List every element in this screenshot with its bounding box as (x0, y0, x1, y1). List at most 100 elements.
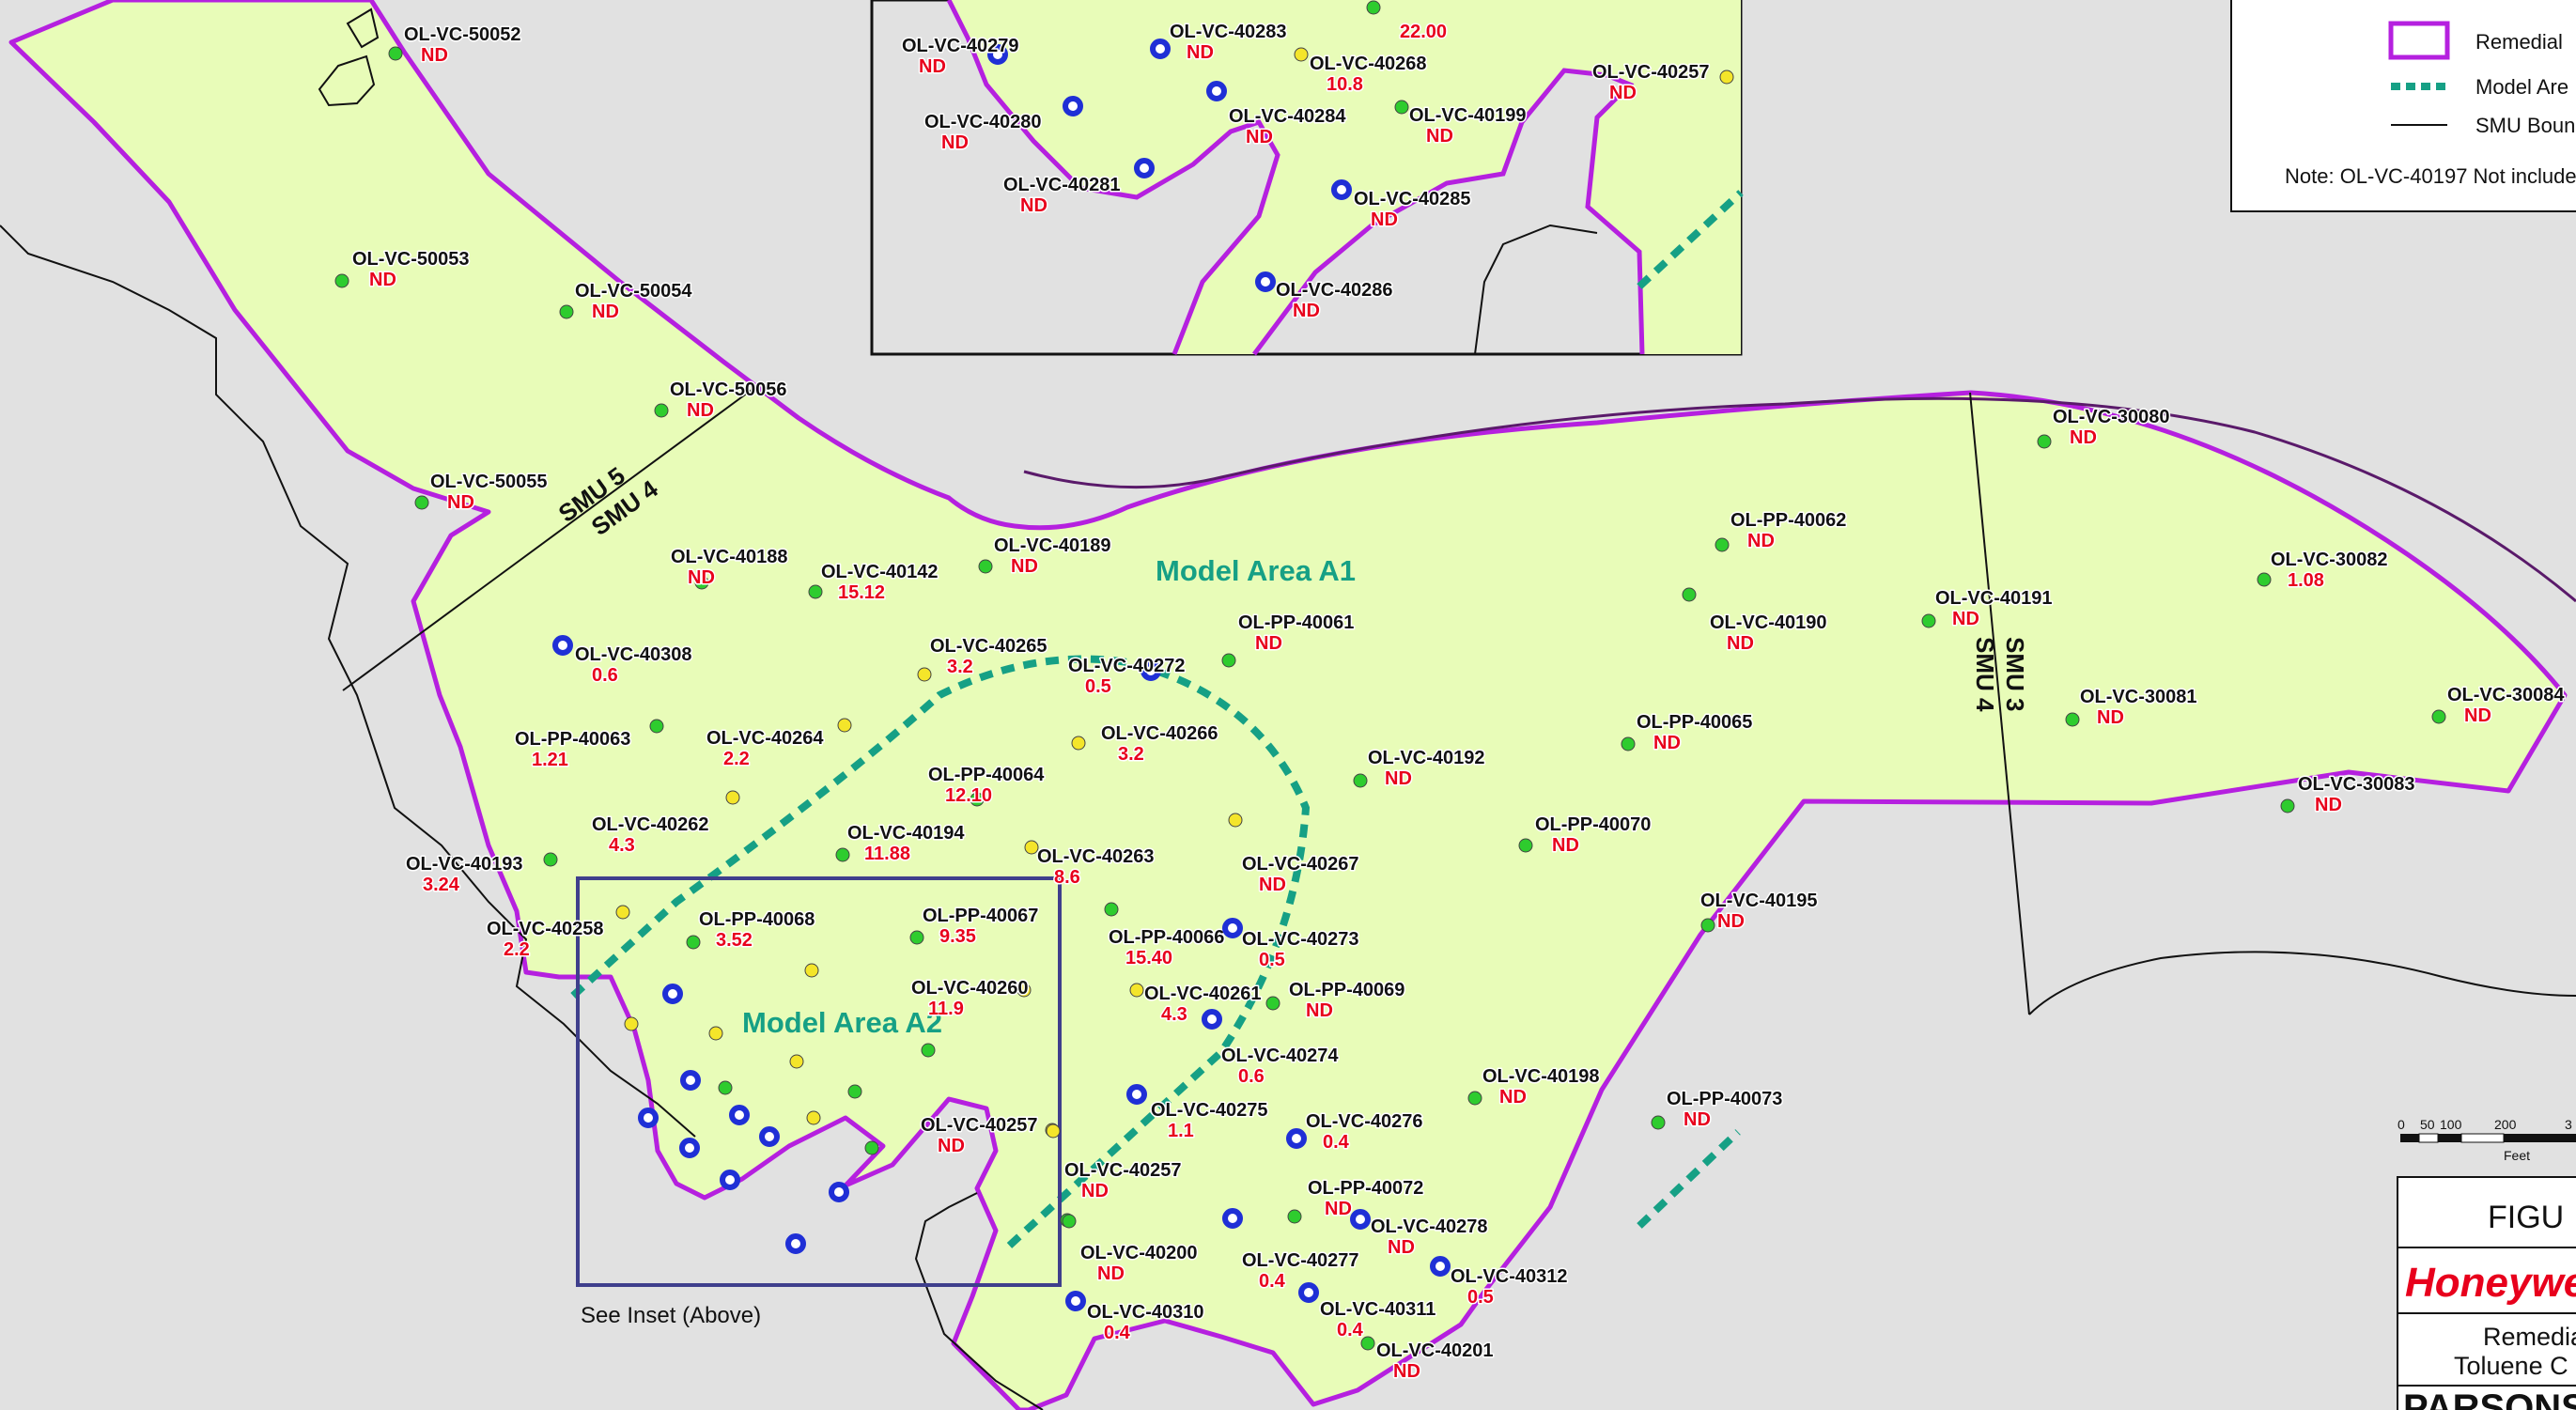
scale-tick: 0 (2398, 1117, 2405, 1132)
sample-id-label: OL-VC-40195 (1700, 891, 1818, 911)
sample-marker-green (334, 273, 349, 288)
sample-value-label: ND (1609, 83, 1637, 103)
sample-marker-green (1062, 1214, 1077, 1229)
sample-id-label: OL-PP-40063 (515, 729, 630, 750)
sample-value-label: ND (1552, 835, 1579, 856)
sample-marker-blue (1298, 1282, 1319, 1303)
sample-marker-green (1651, 1115, 1666, 1130)
sample-value-label: 11.88 (864, 844, 910, 864)
smu-boundary-line (1969, 392, 2030, 1015)
sample-marker-green (1700, 918, 1715, 933)
brand-logo-text: Honeywe (2405, 1260, 2576, 1306)
sample-value-label: ND (938, 1136, 965, 1156)
sample-value-label: ND (421, 45, 448, 66)
sample-id-label: OL-VC-40200 (1080, 1243, 1198, 1263)
sample-id-label: OL-VC-40199 (1409, 105, 1527, 126)
island-outline (346, 8, 380, 49)
sample-value-label: ND (1727, 633, 1754, 654)
sample-marker-yellow (1129, 983, 1144, 998)
sample-id-label: OL-VC-40194 (847, 823, 965, 844)
sample-value-label: ND (2070, 427, 2097, 448)
sample-value-label: ND (1187, 42, 1214, 63)
inset-model-area (1637, 190, 1744, 289)
sample-id-label: OL-VC-40262 (592, 814, 709, 835)
scale-tick: 3 (2565, 1117, 2572, 1132)
sample-marker-yellow (789, 1054, 804, 1069)
sample-id-label: OL-PP-40064 (928, 765, 1045, 785)
sample-marker-blue (552, 635, 573, 656)
sample-marker-green (2431, 709, 2446, 724)
sample-value-label: ND (1684, 1109, 1711, 1130)
sample-marker-green (909, 930, 924, 945)
sample-id-label: OL-VC-40189 (994, 535, 1111, 556)
sample-value-label: ND (447, 492, 474, 513)
sample-value-label: 1.21 (532, 750, 568, 770)
sample-value-label: ND (1747, 531, 1775, 551)
sample-marker-blue (785, 1233, 806, 1254)
legend-item-remedial: Remedial (2475, 30, 2563, 54)
sample-marker-green (970, 792, 985, 807)
sample-id-label: OL-PP-40061 (1238, 612, 1354, 633)
sample-id-label: OL-VC-50054 (575, 281, 692, 302)
inset-caption: See Inset (Above) (581, 1303, 761, 1328)
sample-id-label: OL-VC-40267 (1242, 854, 1359, 875)
sample-marker-yellow (1228, 813, 1243, 828)
sample-value-label: 3.2 (947, 657, 973, 677)
unlabeled-markers (624, 963, 1061, 1254)
sample-id-label: OL-VC-40257 (921, 1115, 1038, 1136)
sample-marker-blue (720, 1170, 740, 1190)
sample-marker-green (847, 1084, 862, 1099)
sample-value-label: 3.24 (423, 875, 460, 895)
shoreline (2028, 951, 2576, 1015)
sample-marker-blue (1286, 1128, 1307, 1149)
sample-marker-green (1682, 587, 1697, 602)
sample-id-label: OL-VC-40312 (1451, 1266, 1568, 1287)
sample-id-label: OL-VC-40280 (924, 112, 1042, 132)
sample-value-label: 9.35 (939, 926, 976, 947)
sample-id-label: OL-VC-40278 (1371, 1216, 1488, 1237)
sample-value-label: ND (941, 132, 969, 153)
sample-marker-blue (1065, 1291, 1086, 1311)
sample-value-label: 3.52 (716, 930, 753, 951)
sample-marker-yellow (615, 905, 630, 920)
sample-marker-green (1394, 100, 1409, 115)
sample-marker-green (864, 1140, 879, 1155)
sample-value-label: 15.12 (838, 582, 885, 603)
title-line-1: Remedia (2483, 1323, 2576, 1351)
sample-value-label: 10.8 (1327, 74, 1363, 95)
sample-value-label: ND (1246, 127, 1273, 147)
sample-marker-green (1621, 736, 1636, 751)
sample-marker-green (414, 495, 429, 510)
sample-value-label: 11.9 (928, 999, 964, 1019)
scale-tick: 200 (2494, 1117, 2517, 1132)
sample-value-label: 0.6 (1238, 1066, 1265, 1087)
sample-value-label: 15.40 (1125, 948, 1172, 968)
sample-marker-blue (1150, 39, 1171, 59)
sample-value-label: ND (1293, 301, 1320, 321)
sample-marker-blue (829, 1182, 849, 1202)
sample-marker-yellow (1071, 736, 1086, 751)
sample-marker-yellow (708, 1026, 723, 1041)
sample-marker-yellow (725, 790, 740, 805)
sample-value-label: 22.00 (1400, 22, 1447, 42)
sample-marker-blue (1331, 179, 1352, 200)
smu-boundary-line (342, 389, 753, 691)
sample-marker-yellow (806, 1110, 821, 1125)
sample-value-label: ND (1259, 875, 1286, 895)
sample-id-label: OL-PP-40073 (1667, 1089, 1782, 1109)
inset-frame (576, 876, 1062, 1287)
sample-marker-blue (1202, 1009, 1222, 1030)
sample-marker-blue (1141, 660, 1161, 681)
sample-id-label: OL-VC-40257 (1592, 62, 1710, 83)
sample-id-label: OL-VC-40265 (930, 636, 1047, 657)
sample-value-label: ND (1393, 1361, 1420, 1382)
sample-id-label: OL-VC-40192 (1368, 748, 1485, 768)
sample-id-label: OL-VC-40274 (1221, 1046, 1339, 1066)
sample-id-label: OL-VC-40286 (1276, 280, 1393, 301)
sample-value-label: ND (688, 567, 715, 588)
sample-marker-green (686, 935, 701, 950)
sample-value-label: ND (2315, 795, 2342, 815)
sample-value-label: 4.3 (609, 835, 635, 856)
shoreline (914, 1192, 1044, 1410)
sample-marker-green (718, 1080, 733, 1095)
